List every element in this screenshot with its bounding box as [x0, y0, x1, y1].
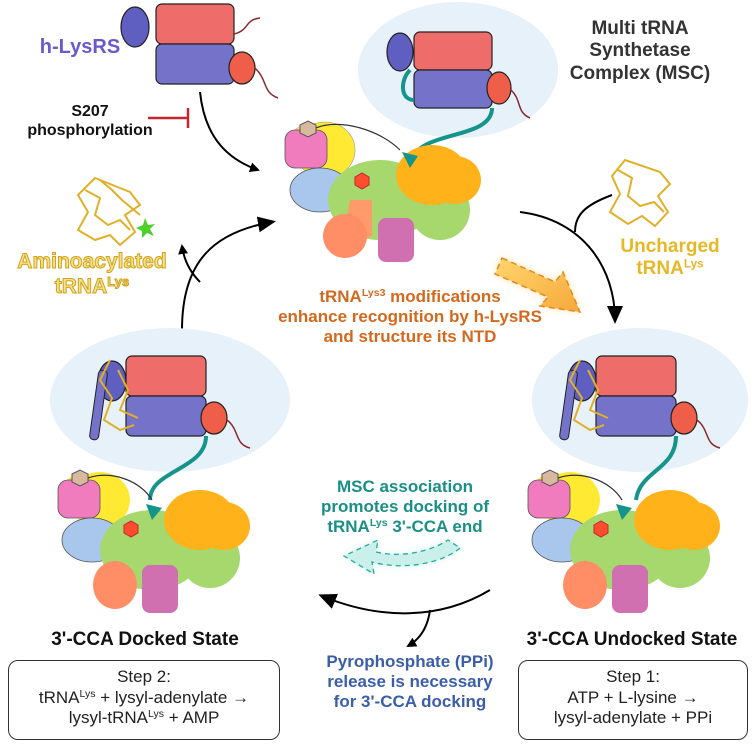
arrow-msc-to-undocked	[519, 211, 623, 324]
modifications-label: tRNALys3 modifications enhance recogniti…	[278, 287, 542, 347]
docked-state-title: 3'-CCA Docked State	[51, 629, 239, 650]
arrow-trna-join	[574, 194, 613, 233]
hlysrs-label: h-LysRS	[39, 36, 121, 58]
aminoacyl-star-icon	[136, 218, 155, 238]
trna-aminoacylated-icon	[76, 176, 142, 247]
step2-box: Step 2: tRNALys + lysyl-adenylate → lysy…	[8, 660, 280, 740]
step1-box: Step 1: ATP + L-lysine → lysyl-adenylate…	[518, 660, 748, 740]
arrow-docked-to-msc	[181, 216, 276, 331]
undocked-complex	[527, 328, 748, 613]
undocked-state-title: 3'-CCA Undocked State	[526, 629, 738, 650]
modification-arrow-icon	[494, 257, 582, 313]
docked-complex	[50, 328, 290, 613]
arrow-undocked-to-docked	[318, 589, 491, 615]
trna-uncharged-icon	[608, 158, 672, 228]
docking-arrow-icon	[342, 538, 462, 576]
arrow-lysrs-to-msc	[199, 91, 260, 173]
inhibition-bar-icon	[148, 108, 190, 128]
arrow-ppi-release	[406, 609, 431, 647]
msc-association-label: MSC association promotes docking of tRNA…	[320, 477, 490, 537]
arrow-release-trna	[178, 244, 201, 283]
free-hlysrs-icon	[120, 3, 279, 99]
msc-complex-top	[284, 2, 558, 262]
ppi-release-label: Pyrophosphate (PPi) release is necessary…	[326, 652, 494, 712]
